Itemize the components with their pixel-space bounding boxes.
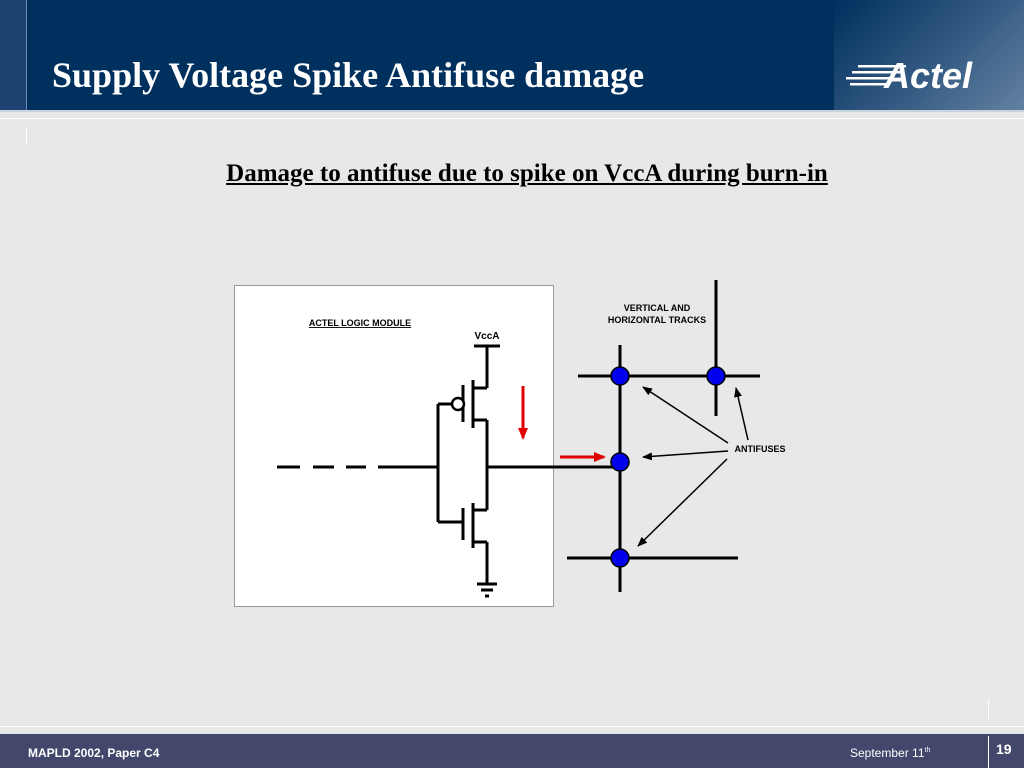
module-label: ACTEL LOGIC MODULE — [309, 318, 411, 328]
pmos-bubble — [450, 396, 466, 412]
footer-divider — [0, 726, 1024, 727]
vcc-label: VccA — [474, 331, 499, 342]
footer-date-sup: th — [924, 747, 931, 754]
antifuse-middle — [610, 452, 630, 472]
header-divider — [0, 110, 1024, 112]
actel-logo: Actel — [846, 55, 973, 96]
diagram-heading: Damage to antifuse due to spike on VccA … — [226, 160, 828, 187]
antifuse-bottom — [610, 548, 630, 568]
header-divider-thin — [0, 118, 1024, 119]
tracks-label-line2: HORIZONTAL TRACKS — [608, 315, 706, 325]
antifuse-top-right — [706, 366, 726, 386]
logo-text: Actel — [883, 55, 973, 96]
footer-band — [0, 734, 1024, 768]
pointer-arrow-3 — [734, 387, 749, 441]
pointer-arrow-4 — [637, 458, 728, 547]
header-band — [0, 0, 1024, 110]
header-left-bar — [0, 0, 27, 110]
pointer-arrow-1 — [642, 386, 729, 444]
antifuses-label: ANTIFUSES — [734, 444, 785, 454]
pointer-arrow-2 — [642, 450, 729, 461]
header-decoration — [834, 0, 1024, 110]
footer-date: September 11th — [850, 746, 930, 760]
slide-title: Supply Voltage Spike Antifuse damage — [52, 55, 645, 95]
footer-date-text: September 11 — [850, 746, 925, 760]
tracks-label-line1: VERTICAL AND — [624, 303, 691, 313]
page-number: 19 — [996, 741, 1012, 757]
footer-paper-ref: MAPLD 2002, Paper C4 — [28, 746, 160, 760]
antifuse-top-left — [610, 366, 630, 386]
footer-separator-top — [988, 700, 989, 720]
footer-separator — [988, 736, 989, 768]
left-accent-tick — [26, 128, 27, 144]
logic-module-box — [234, 285, 554, 607]
